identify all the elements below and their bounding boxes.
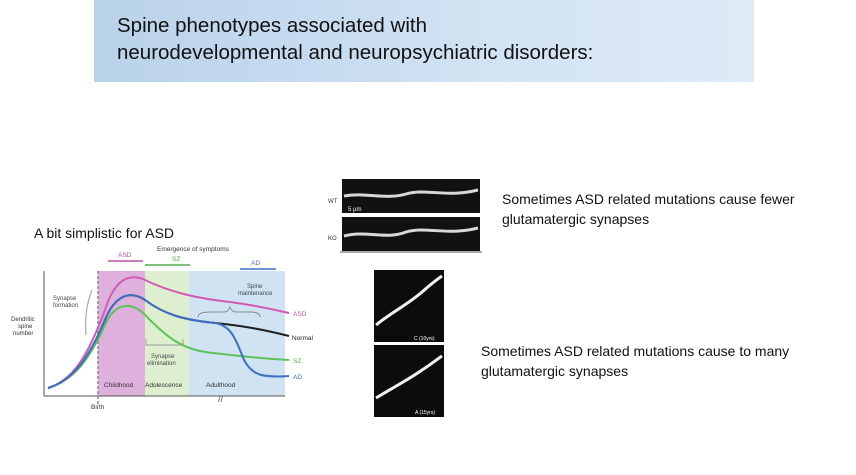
adulthood-region	[189, 271, 285, 396]
micrograph-c-a: C (10yrs) A (15yrs)	[374, 270, 444, 417]
curve-asd	[47, 276, 290, 389]
spine-maintenance-l1: Spine	[247, 284, 263, 290]
spine-phenotype-figure: // Emergence of symptoms ASD SZ AD Synap…	[11, 246, 314, 411]
spine-maintenance-l2: maintenance	[238, 291, 273, 297]
title-banner: Spine phenotypes associated with neurode…	[94, 0, 754, 82]
ylabel-l1: Dendritic	[11, 317, 35, 323]
c-label: C (10yrs)	[414, 336, 435, 342]
ylabel-l2: spine	[18, 324, 33, 330]
wt-dendrite	[343, 188, 479, 198]
curve-sz	[47, 304, 290, 389]
caption-many-synapses: Sometimes ASD related mutations cause to…	[481, 341, 789, 381]
caption-fewer-line-2: glutamatergic synapses	[502, 211, 650, 227]
end-label-normal: Normal	[292, 335, 314, 342]
a-dendrite	[375, 354, 443, 400]
adolescence-region	[145, 271, 189, 396]
simplistic-label: A bit simplistic for ASD	[34, 225, 175, 241]
caption-many-line-1: Sometimes ASD related mutations cause to…	[481, 343, 790, 359]
synapse-elimination-l1: Synapse	[151, 354, 175, 360]
axis-break-icon: //	[218, 394, 224, 404]
formation-brace	[85, 289, 93, 336]
caption-fewer-synapses: Sometimes ASD related mutations cause fe…	[502, 189, 795, 229]
a-label: A (15yrs)	[415, 410, 435, 416]
bracket-asd-label: ASD	[118, 252, 132, 259]
scale-label: 5 µm	[348, 207, 361, 213]
caption-fewer-line-1: Sometimes ASD related mutations cause fe…	[502, 191, 795, 207]
slide-title-line-2: neurodevelopmental and neuropsychiatric …	[117, 41, 594, 64]
childhood-region	[98, 271, 145, 396]
wt-label: WT	[328, 199, 338, 205]
phase-adolescence: Adolescence	[145, 382, 183, 389]
end-label-sz: SZ	[293, 358, 301, 365]
birth-label: Birth	[91, 404, 105, 411]
c-dendrite	[375, 274, 443, 327]
emergence-label: Emergence of symptoms	[157, 246, 230, 253]
synapse-elimination-l2: elimination	[147, 361, 176, 367]
curve-ad	[47, 294, 290, 389]
end-label-asd: ASD	[293, 311, 307, 318]
panel-a	[374, 345, 444, 417]
synapse-formation-l1: Synapse	[53, 296, 77, 302]
synapse-formation-l2: formation	[53, 303, 78, 309]
slide-title-line-1: Spine phenotypes associated with	[117, 14, 427, 37]
ko-dendrite	[343, 226, 479, 238]
ylabel-l3: number	[13, 331, 33, 337]
bracket-ad-label: AD	[251, 260, 260, 267]
end-label-ad: AD	[293, 374, 302, 381]
maintenance-brace	[197, 305, 261, 318]
elimination-bracket	[145, 339, 184, 346]
caption-many-line-2: glutamatergic synapses	[481, 363, 629, 379]
phase-adulthood: Adulthood	[206, 382, 236, 389]
phase-childhood: Childhood	[104, 382, 134, 389]
micrograph-wt-ko: WT KO 5 µm	[328, 179, 482, 253]
bracket-sz-label: SZ	[172, 256, 180, 263]
ko-label: KO	[328, 236, 337, 242]
